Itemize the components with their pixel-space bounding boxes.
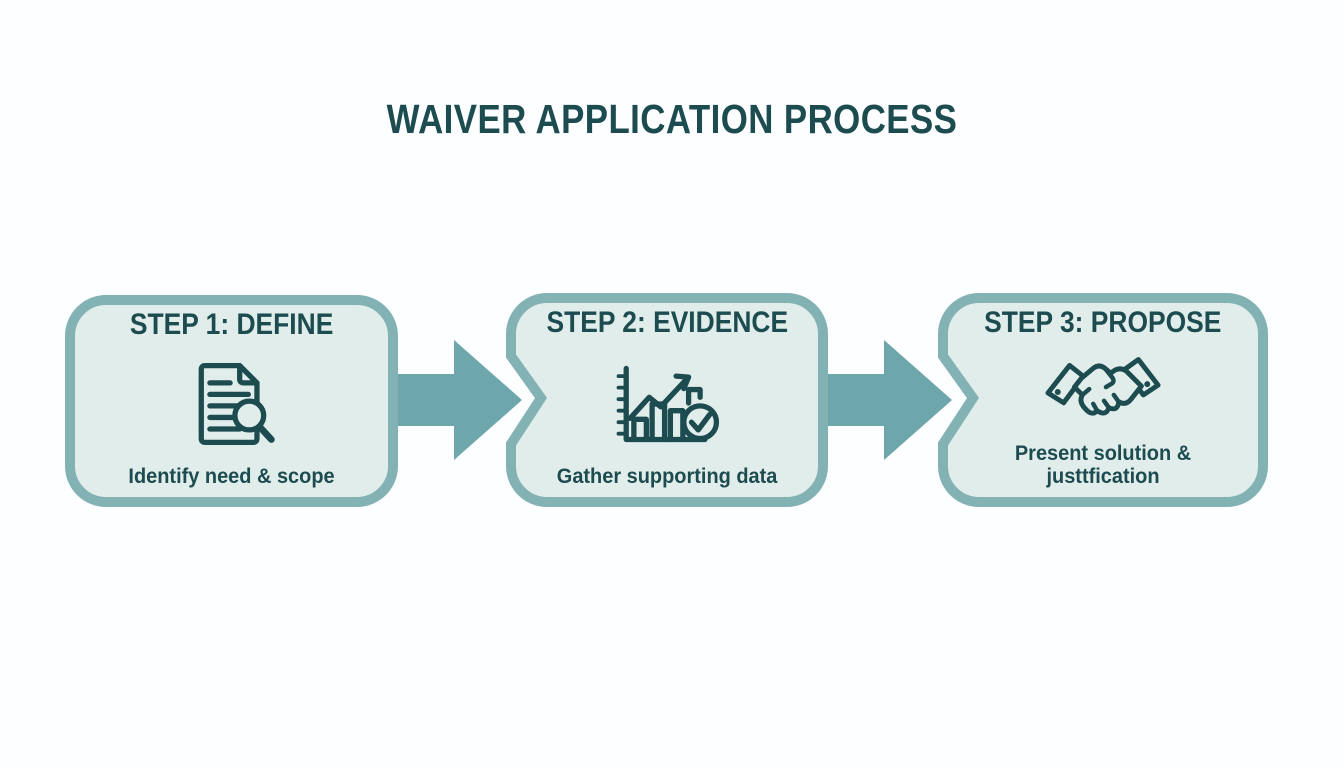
step-3-description: Present solution & justtfication bbox=[1014, 441, 1192, 489]
document-magnifier-icon bbox=[184, 356, 280, 452]
step-1-description: Identify need & scope bbox=[128, 465, 335, 489]
diagram-title: WAIVER APPLICATION PROCESS bbox=[386, 96, 958, 142]
step-2-box: STEP 2: EVIDENCE Gather supporting data bbox=[506, 293, 828, 507]
flow-arrow-2 bbox=[822, 340, 952, 460]
step-3-title: STEP 3: PROPOSE bbox=[984, 306, 1222, 339]
flow-arrow-1 bbox=[392, 340, 522, 460]
bar-chart-check-icon bbox=[606, 355, 728, 451]
step-1-box: STEP 1: DEFINE Identify need & scope bbox=[65, 295, 398, 507]
step-2-title: STEP 2: EVIDENCE bbox=[546, 306, 788, 339]
step-2-content: STEP 2: EVIDENCE Gather supporting data bbox=[506, 293, 828, 507]
step-3-box: STEP 3: PROPOSE Present solution & justt… bbox=[938, 293, 1268, 507]
step-2-description: Gather supporting data bbox=[556, 465, 778, 489]
handshake-icon bbox=[1044, 351, 1162, 431]
step-1-box-outline bbox=[65, 295, 398, 507]
step-1-content: STEP 1: DEFINE Identify need & scope bbox=[65, 295, 398, 507]
step-1-title: STEP 1: DEFINE bbox=[129, 308, 334, 341]
step-3-content: STEP 3: PROPOSE Present solution & justt… bbox=[938, 293, 1268, 507]
